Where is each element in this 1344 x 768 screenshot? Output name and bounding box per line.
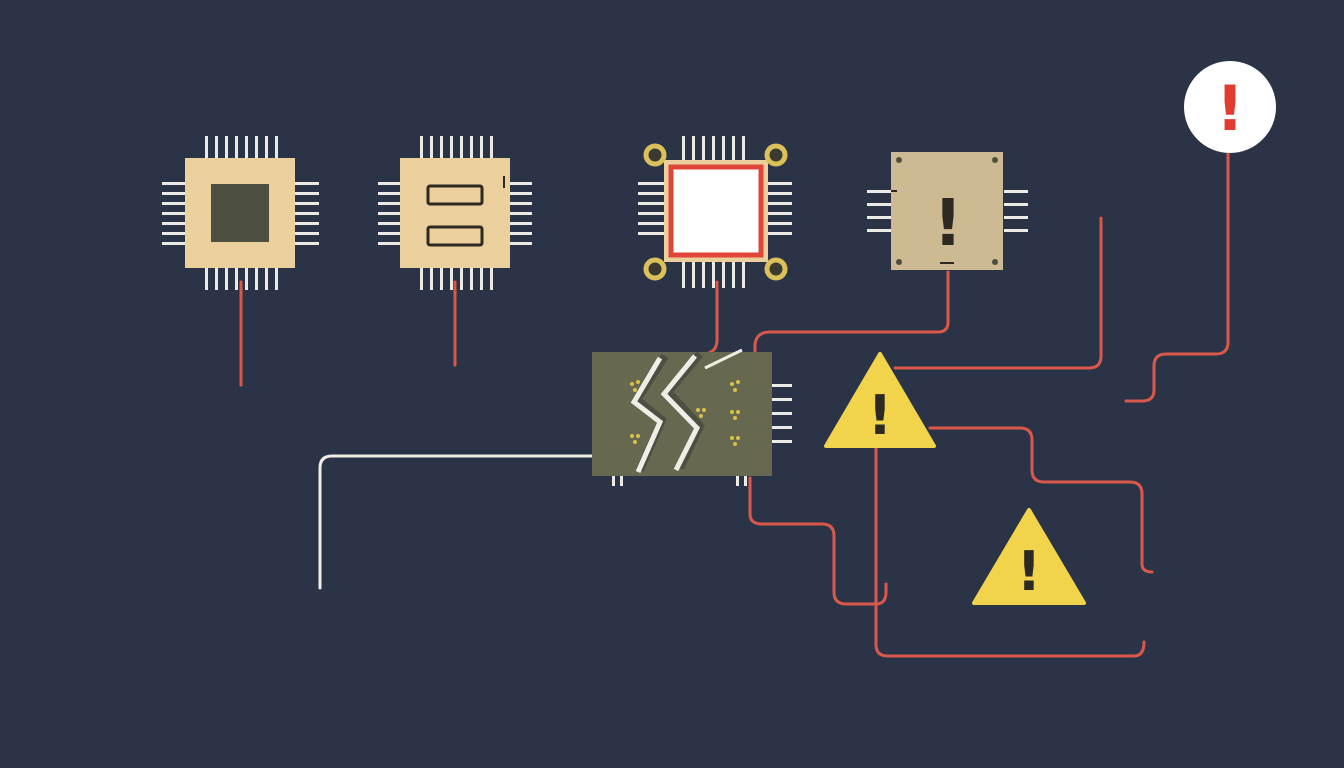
warning-triangle-icon [824, 352, 936, 448]
crack-right [660, 354, 701, 472]
chip4-body [891, 152, 1003, 270]
chip2-notch [503, 176, 505, 188]
chip3-pins [638, 136, 792, 288]
chip4-mark-left [891, 190, 897, 192]
chip4-mark-bottom [940, 262, 954, 264]
exclamation-icon: ! [868, 384, 893, 447]
chip3-frame [668, 164, 764, 258]
pad-bottom-right [764, 257, 788, 281]
module-pins [612, 384, 792, 486]
trace-triangle-down [874, 444, 1146, 658]
chip1-die [211, 184, 269, 242]
alert-badge: ! [1184, 61, 1276, 153]
exclamation-icon: ! [933, 187, 962, 261]
chip4-screw-bl [896, 259, 902, 265]
chip4-pins [867, 190, 1028, 232]
warning-triangle-upper: ! [824, 352, 936, 448]
exclamation-icon: ! [1017, 540, 1042, 603]
alert-circle-icon [1184, 61, 1276, 153]
crack-branch [704, 348, 743, 370]
chip2-slot-top [426, 184, 484, 206]
exclamation-icon: ! [1216, 72, 1244, 145]
chip-warning: ! [867, 152, 1028, 270]
trace-module-loop [748, 476, 888, 606]
trace-chip4-to-module [753, 270, 950, 358]
chip4-screw-tr [992, 157, 998, 163]
pad-bottom-left [643, 257, 667, 281]
trace-triangle-right [928, 426, 1154, 574]
trace-alert-feed [1124, 150, 1230, 403]
chip3-die [671, 167, 761, 255]
chip-highlighted [638, 136, 792, 288]
chip4-screw-tl [896, 157, 902, 163]
chip2-body [400, 158, 510, 268]
chip1-pins [162, 136, 319, 290]
pad-top-right [764, 143, 788, 167]
circuit-traces [239, 150, 1230, 658]
pad-top-left [643, 143, 667, 167]
trace-right-feed [893, 216, 1103, 370]
fractured-module [592, 348, 792, 486]
chip-dual-slot [378, 136, 532, 290]
crack-left [630, 356, 664, 474]
chip2-slot-bottom [426, 225, 484, 247]
warning-triangle-icon [972, 508, 1086, 605]
trace-white-input [318, 454, 594, 590]
chip4-screw-br [992, 259, 998, 265]
module-dots [630, 380, 740, 446]
warning-triangle-lower: ! [972, 508, 1086, 605]
chip-dark-die [162, 136, 319, 290]
chip2-pins [378, 136, 532, 290]
